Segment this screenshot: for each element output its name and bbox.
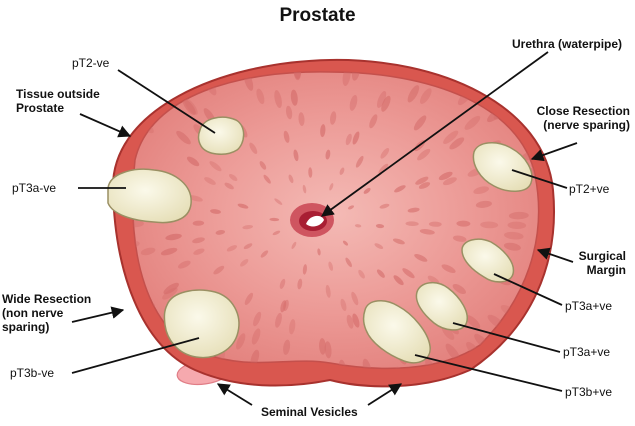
gland-lobule <box>282 37 292 59</box>
label-pt3a-pos-1: pT3a+ve <box>565 299 612 313</box>
gland-lobule <box>242 42 256 65</box>
label-pt3b-neg: pT3b-ve <box>10 366 54 380</box>
gland-lobule <box>74 165 98 179</box>
gland-lobule <box>184 60 201 82</box>
label-seminal-vesicles: Seminal Vesicles <box>261 405 358 419</box>
arrow-tissue-outside <box>80 114 130 136</box>
label-pt3b-pos: pT3b+ve <box>565 385 612 399</box>
gland-lobule <box>330 38 340 58</box>
label-pt3a-neg: pT3a-ve <box>12 181 56 195</box>
label-tissue-outside-prostate: Tissue outside Prostate <box>16 87 100 115</box>
gland-lobule <box>65 210 84 219</box>
gland-lobule <box>84 159 105 173</box>
gland-lobule <box>331 384 341 405</box>
label-pt3a-pos-2: pT3a+ve <box>563 345 610 359</box>
gland-lobule <box>232 48 247 72</box>
gland-lobule <box>77 272 99 287</box>
gland-lobule <box>68 222 90 231</box>
tumour-pt2-neg <box>199 117 244 154</box>
gland-lobule <box>94 295 115 311</box>
label-pt2-pos: pT2+ve <box>569 182 609 196</box>
label-pt2-neg: pT2-ve <box>72 56 109 70</box>
arrow-seminal-left <box>218 384 252 405</box>
label-wide-resection: Wide Resection (non nerve sparing) <box>2 292 91 334</box>
gland-lobule <box>96 216 116 224</box>
label-close-resection: Close Resection (nerve sparing) <box>520 104 630 132</box>
gland-lobule <box>63 243 83 254</box>
label-urethra: Urethra (waterpipe) <box>512 37 622 51</box>
tumour-pt3b-neg <box>164 290 239 357</box>
label-surgical-margin: Surgical Margin <box>540 249 626 277</box>
urethra-opening <box>290 203 334 237</box>
gland-lobule <box>104 113 125 131</box>
gland-lobule <box>283 40 293 62</box>
